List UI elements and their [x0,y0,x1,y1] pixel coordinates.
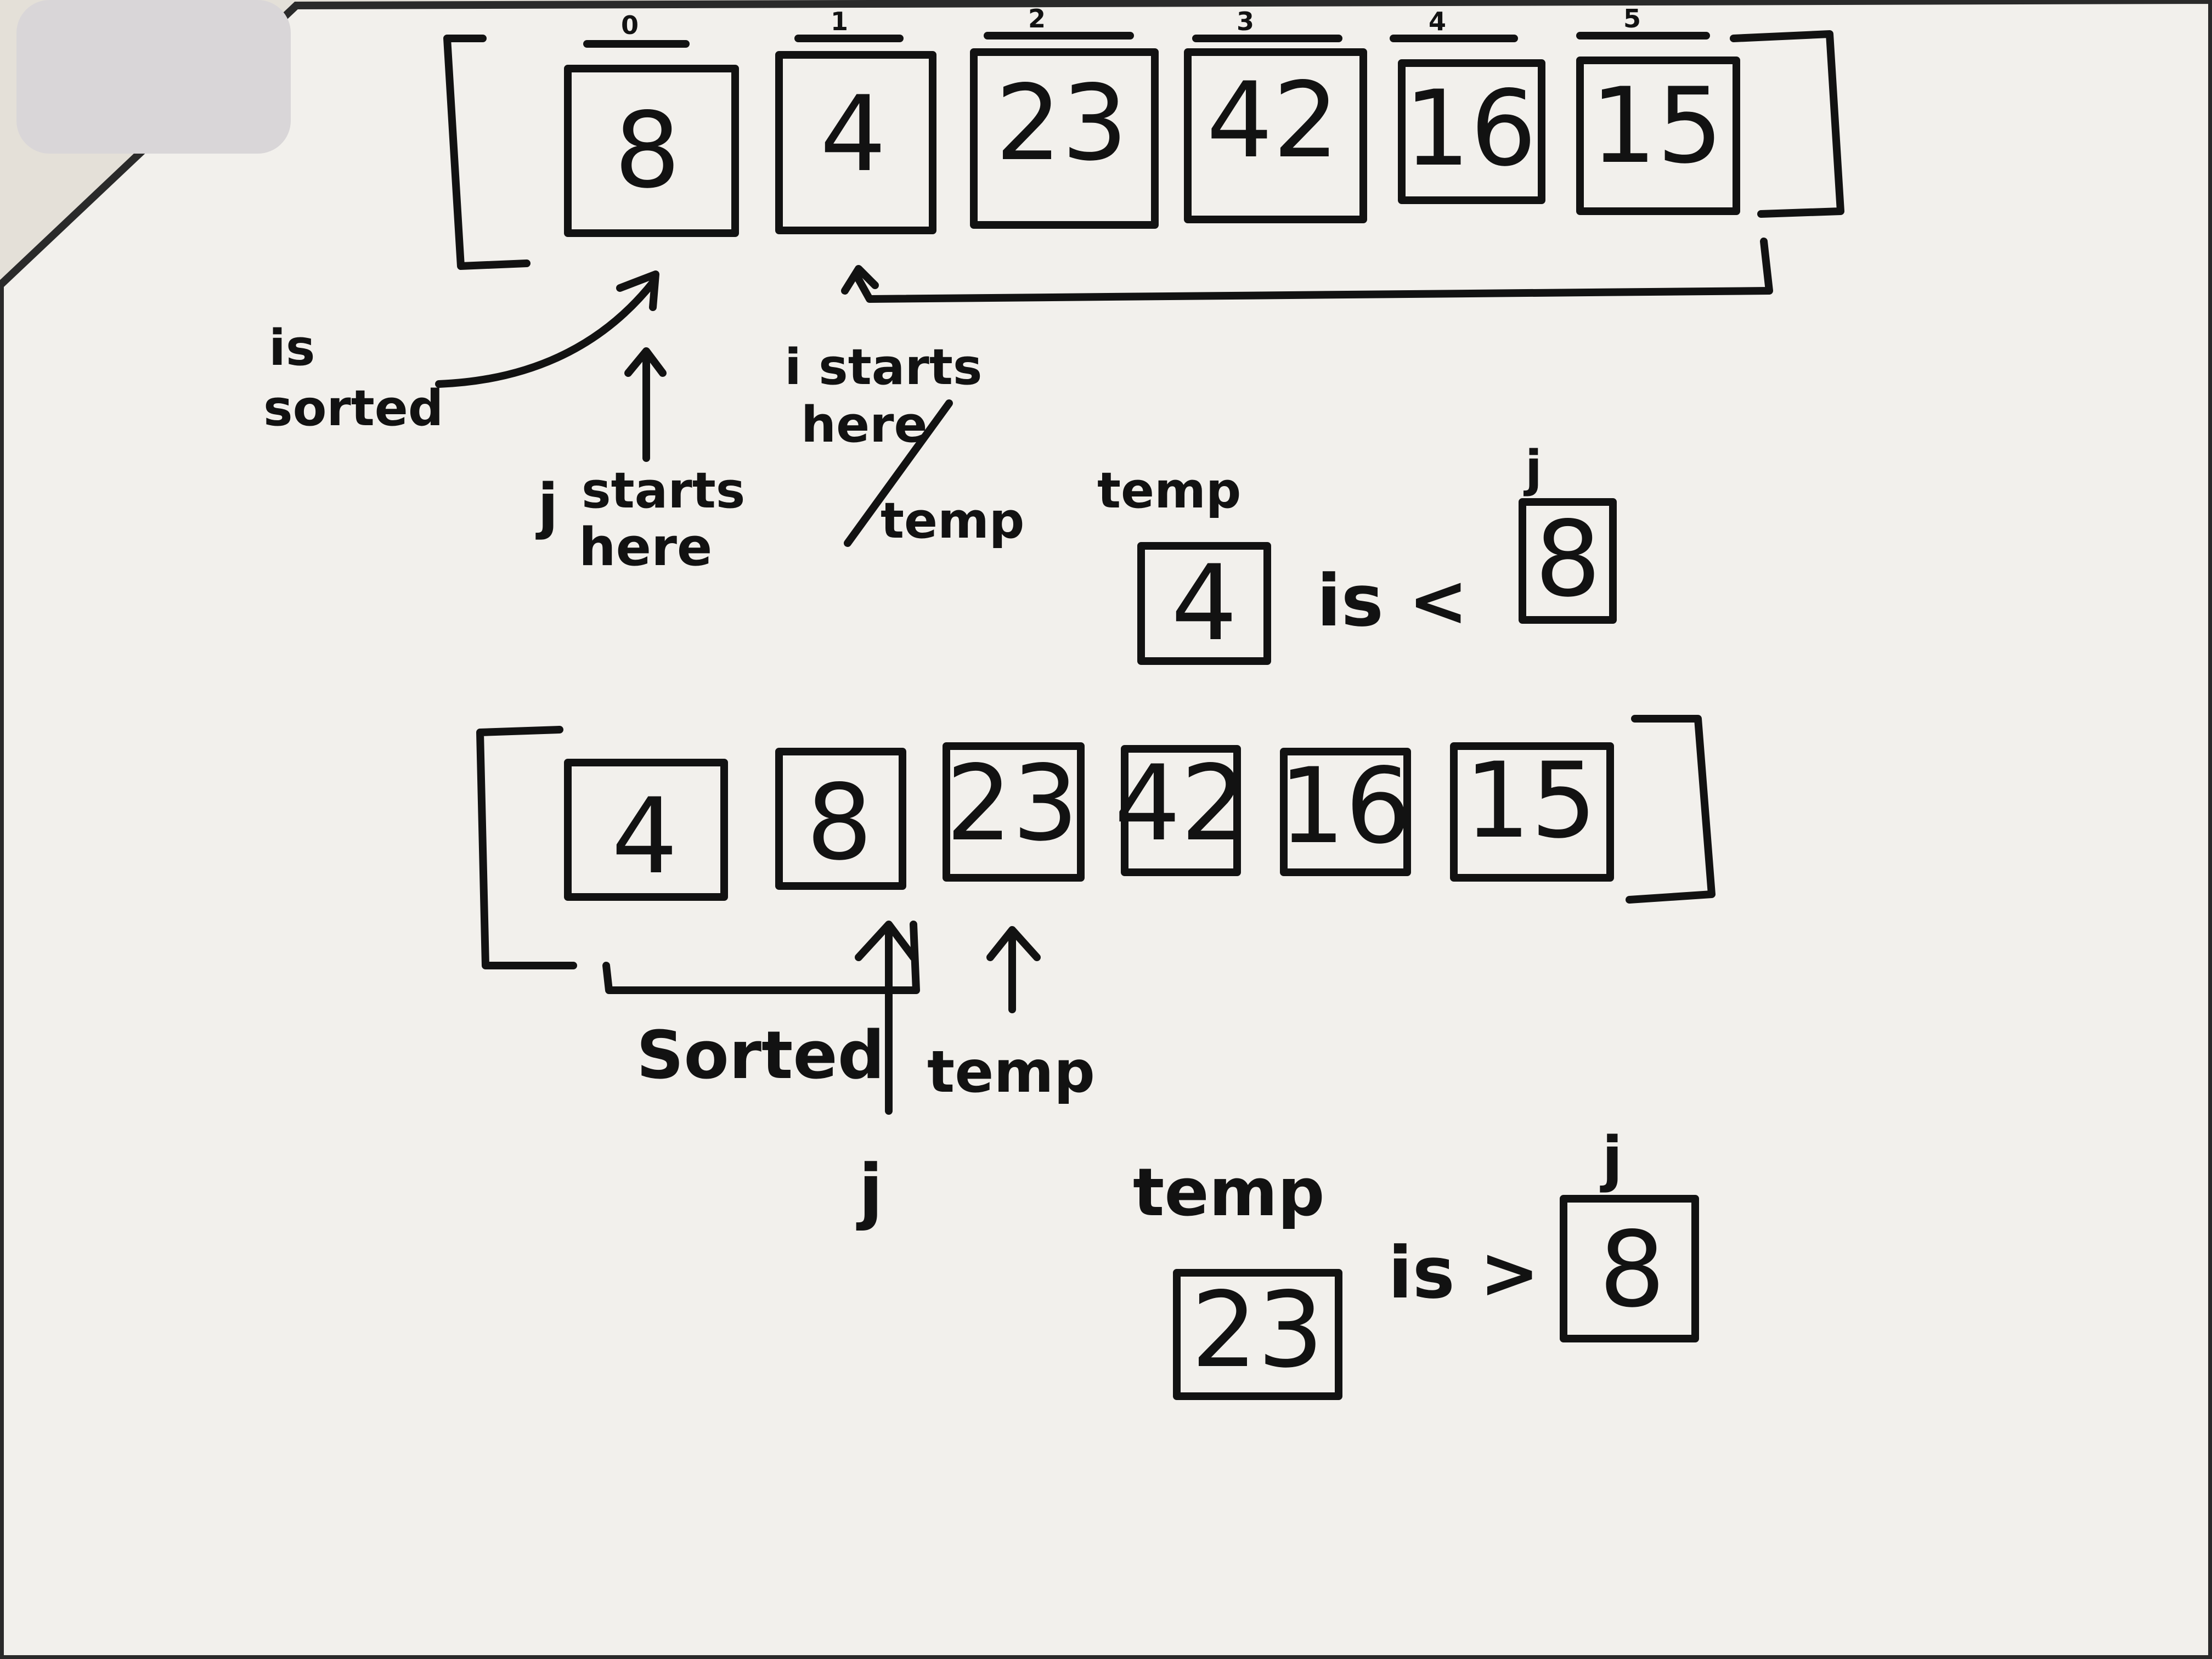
comparison1-operator: is < [1317,559,1468,642]
array2-box-1 [775,748,906,890]
array1-box-3 [1184,48,1367,223]
array1-index-1: 1 [831,7,848,36]
array2-j-arrowhead [855,921,917,961]
j-label-array1: j [535,471,558,541]
array1-index-2: 2 [1028,4,1046,33]
j-starts-label-line2: here [579,517,712,578]
array1-box-4 [1398,59,1545,204]
comparison1-temp-value: 4 [1171,543,1238,664]
array1-index-5: 5 [1623,4,1641,33]
array1-value-2: 23 [995,63,1128,184]
array1-box-0 [564,65,739,237]
array2-value-5: 15 [1464,740,1597,861]
array1-value-0: 8 [614,90,681,211]
here-temp-slash [844,399,953,547]
array2-sorted-label: Sorted [636,1018,885,1094]
array2-value-0: 4 [612,776,678,897]
is-sorted-label-line2: sorted [263,380,443,437]
i-starts-label-line1: i starts [785,338,982,396]
comparison1-j-box [1519,498,1617,624]
is-sorted-label-line1: is [269,319,315,377]
comparison1-j-value: 8 [1535,499,1601,620]
array2-temp-label: temp [927,1039,1095,1105]
comparison1-j-label: j [1523,440,1542,498]
array2-right-bracket [1626,715,1716,904]
array1-box-5 [1576,57,1740,215]
comparison2-operator: is > [1388,1231,1539,1314]
comparison2-j-label: j [1600,1124,1623,1194]
j-starts-label-line1: starts [582,462,745,520]
temp-after-slash-label: temp [881,492,1024,550]
array2-left-bracket [476,726,577,969]
array1-box-1 [775,51,936,234]
array2-box-5 [1450,742,1614,882]
j-starts-arrowhead [624,347,667,377]
comparison2-j-box [1560,1195,1699,1342]
is-sorted-arrow [435,279,657,388]
array2-box-0 [564,759,728,901]
comparison2-temp-box [1173,1269,1342,1400]
array2-box-3 [1121,745,1241,876]
is-sorted-arrowhead [616,270,659,311]
array2-value-4: 16 [1279,746,1412,867]
laptop-corner [16,0,291,154]
array2-j-label: j [856,1149,883,1232]
array1-index-4: 4 [1429,7,1446,36]
comparison1-temp-box [1137,542,1271,665]
i-starts-label-line2: here [801,396,928,454]
comparison1-temp-label: temp [1097,462,1241,520]
array2-temp-arrowhead [986,926,1041,961]
array1-return-arrow [852,238,1773,303]
array2-value-1: 8 [806,762,873,883]
array1-value-4: 16 [1404,68,1537,189]
array1-left-bracket [443,35,531,270]
array2-value-2: 23 [946,743,1079,864]
array1-value-5: 15 [1590,65,1723,187]
array1-value-1: 4 [820,74,887,195]
array2-box-2 [943,742,1085,882]
comparison2-temp-value: 23 [1191,1269,1324,1391]
array1-index-0: 0 [621,10,639,40]
array2-box-4 [1280,748,1411,876]
array1-right-bracket [1730,30,1844,218]
array1-value-3: 42 [1206,60,1339,181]
comparison2-j-value: 8 [1599,1209,1666,1330]
array1-return-arrowhead [841,265,879,295]
array1-box-2 [970,48,1159,229]
array2-value-3: 42 [1114,743,1247,864]
comparison2-temp-label: temp [1133,1155,1325,1231]
array1-index-3: 3 [1237,7,1254,36]
